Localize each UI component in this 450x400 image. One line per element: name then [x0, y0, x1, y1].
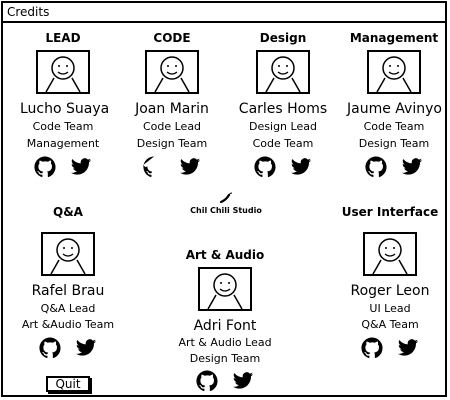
member-name: Carles Homs — [238, 101, 328, 117]
member-role-line-2: Design Team — [136, 137, 208, 150]
github-icon[interactable] — [39, 337, 61, 359]
member-name: Jaume Avinyo — [347, 101, 442, 117]
member-role-line-2: Q&A Team — [361, 318, 419, 331]
role-title: CODE — [153, 31, 191, 45]
role-title: Design — [259, 31, 307, 45]
role-title: LEAD — [45, 31, 81, 45]
avatar-placeholder-icon — [363, 232, 417, 276]
member-name: Joan Marin — [135, 101, 209, 117]
credit-card-management: Management Jaume Avinyo Code Team Design… — [347, 31, 442, 178]
member-role-line-2: Management — [26, 137, 100, 150]
member-role-line-2: Design Team — [358, 137, 430, 150]
credit-card-art-audio: Art & Audio Adri Font Art & Audio Lead D… — [173, 248, 277, 392]
member-role-line-1: Code Team — [32, 120, 94, 133]
avatar-placeholder-icon — [256, 50, 310, 94]
github-icon[interactable] — [196, 370, 218, 392]
member-role-line-1: Art & Audio Lead — [178, 336, 272, 349]
twitter-icon[interactable] — [70, 156, 92, 178]
github-icon[interactable] — [365, 156, 387, 178]
avatar-placeholder-icon — [367, 50, 421, 94]
github-icon[interactable] — [361, 337, 383, 359]
member-name: Rafel Brau — [31, 283, 105, 299]
title-bar: Credits — [3, 3, 445, 23]
role-title: Art & Audio — [185, 248, 265, 262]
role-title: Q&A — [53, 205, 83, 219]
studio-logo: Chil Chili Studio — [183, 192, 269, 216]
member-role-line-1: UI Lead — [369, 302, 411, 315]
window-title: Credits — [7, 5, 50, 19]
member-role-line-1: Code Team — [363, 120, 425, 133]
chili-pepper-icon — [219, 192, 233, 204]
member-name: Adri Font — [193, 318, 257, 334]
member-role-line-1: Q&A Lead — [40, 302, 96, 315]
studio-name: Chil Chili Studio — [190, 206, 262, 215]
member-name: Roger Leon — [350, 283, 430, 299]
credit-card-user-interface: User Interface Roger Leon UI Lead Q&A Te… — [340, 205, 440, 359]
twitter-icon[interactable] — [179, 156, 201, 178]
avatar-placeholder-icon — [41, 232, 95, 276]
github-icon[interactable] — [143, 156, 165, 178]
credit-card-qa: Q&A Rafel Brau Q&A Lead Art &Audio Team — [20, 205, 116, 359]
role-title: Management — [349, 31, 439, 45]
twitter-icon[interactable] — [232, 370, 254, 392]
twitter-icon[interactable] — [75, 337, 97, 359]
github-icon[interactable] — [34, 156, 56, 178]
avatar-placeholder-icon — [36, 50, 90, 94]
avatar-placeholder-icon — [198, 267, 252, 311]
twitter-icon[interactable] — [401, 156, 423, 178]
role-title: User Interface — [341, 205, 439, 219]
twitter-icon[interactable] — [290, 156, 312, 178]
member-role-line-2: Design Team — [189, 352, 261, 365]
credit-card-lead: LEAD Lucho Suaya Code Team Management — [20, 31, 110, 178]
member-role-line-2: Art &Audio Team — [21, 318, 115, 331]
member-role-line-1: Design Lead — [249, 120, 317, 133]
member-role-line-2: Code Team — [252, 137, 314, 150]
quit-button[interactable]: Quit — [46, 376, 90, 392]
github-icon[interactable] — [254, 156, 276, 178]
member-role-line-1: Code Lead — [142, 120, 202, 133]
member-name: Lucho Suaya — [20, 101, 110, 117]
credit-card-code: CODE Joan Marin Code Lead Design Team — [129, 31, 215, 178]
twitter-icon[interactable] — [397, 337, 419, 359]
credit-card-design: Design Carles Homs Design Lead Code Team — [238, 31, 328, 178]
avatar-placeholder-icon — [145, 50, 199, 94]
